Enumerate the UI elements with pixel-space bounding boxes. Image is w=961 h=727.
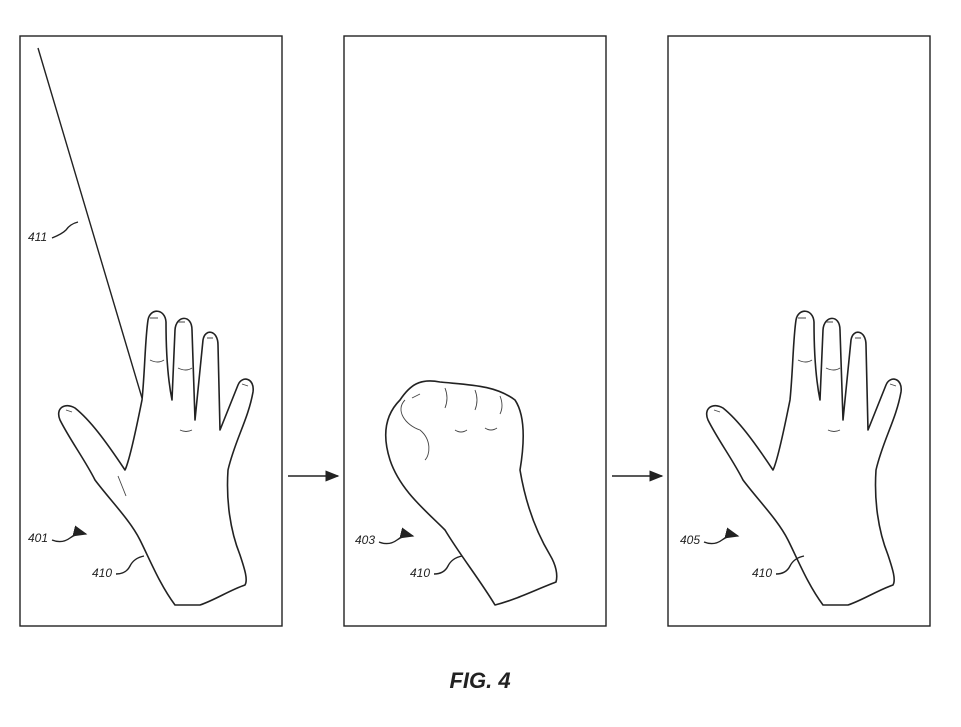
panel-frame [667, 35, 931, 627]
fist-hand-drawing [384, 380, 558, 606]
hand-detail-lines [65, 317, 249, 497]
figure-title: FIG. 4 [449, 668, 510, 693]
label-403: 403 [355, 533, 375, 547]
panel-3: 405 410 [667, 35, 931, 627]
leader-411 [51, 221, 79, 239]
panel-1: 411 401 410 [19, 35, 283, 627]
fist-detail-lines [400, 387, 503, 461]
label-405: 405 [680, 533, 700, 547]
hand-detail-lines [713, 317, 897, 432]
open-hand-drawing [57, 310, 255, 606]
leader-405 [703, 527, 740, 545]
pointer-ray-line [37, 47, 143, 399]
leader-410 [115, 555, 145, 575]
label-410: 410 [410, 566, 430, 580]
label-410: 410 [752, 566, 772, 580]
leader-401 [51, 525, 88, 543]
open-hand-drawing [705, 310, 903, 606]
label-411: 411 [28, 230, 47, 244]
leader-410 [775, 555, 805, 575]
label-410: 410 [92, 566, 112, 580]
leader-410 [433, 555, 463, 575]
panel-frame [343, 35, 607, 627]
leader-403 [378, 527, 415, 545]
label-401: 401 [28, 531, 48, 545]
panel-2: 403 410 [343, 35, 607, 627]
panel-frame [19, 35, 283, 627]
